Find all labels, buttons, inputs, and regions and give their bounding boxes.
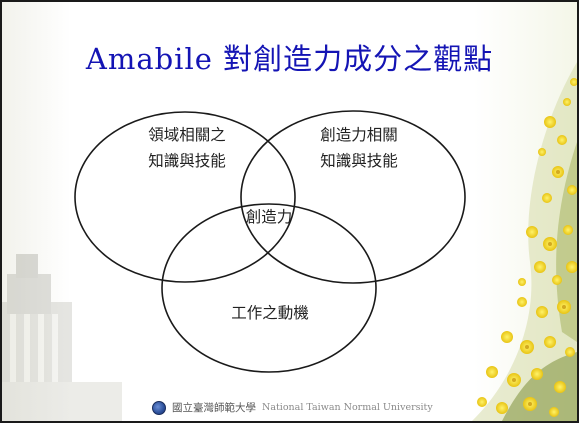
- venn-label-left: 領域相關之 知識與技能: [137, 122, 237, 174]
- venn-circle-right: [240, 110, 466, 284]
- venn-circle-left: [74, 111, 296, 283]
- building-image: [2, 254, 122, 421]
- footer-university-en: National Taiwan Normal University: [262, 402, 433, 413]
- flower-image: [472, 62, 577, 421]
- venn-label-left-line1: 領域相關之: [148, 126, 226, 144]
- slide-title: Amabile 對創造力成分之觀點: [85, 42, 494, 76]
- footer: 國立臺灣師範大學 National Taiwan Normal Universi…: [152, 400, 433, 415]
- venn-circle-bottom: [161, 203, 377, 373]
- venn-label-right-line2: 知識與技能: [320, 152, 398, 170]
- university-seal-icon: [152, 400, 166, 415]
- venn-label-center: 創造力: [245, 208, 293, 226]
- venn-label-right-line1: 創造力相關: [320, 126, 398, 144]
- venn-label-bottom: 工作之動機: [231, 304, 309, 322]
- footer-university-zh: 國立臺灣師範大學: [172, 402, 256, 414]
- venn-label-right: 創造力相關 知識與技能: [309, 122, 409, 174]
- venn-label-left-line2: 知識與技能: [148, 152, 226, 170]
